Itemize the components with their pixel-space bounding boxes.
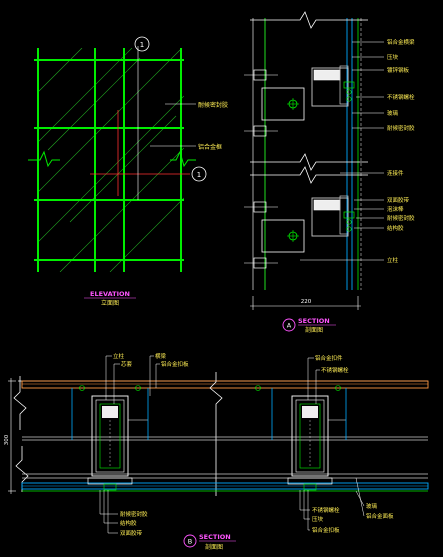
section-a-dimension [250,296,361,310]
section-a-marker-label: A [287,322,292,330]
section-b-callout-lb-2: 结构胶 [120,519,137,527]
section-b-callout-rb-1: 不锈钢螺栓 [312,506,340,514]
section-a-callout-6: 耐候密封胶 [387,124,415,132]
section-a-callout-3: 镀锌钢板 [387,66,410,74]
section-a-lower-bracket [244,195,355,269]
elevation-caption-cn: 立面图 [101,299,119,307]
elevation-marker [134,36,150,52]
elevation-marker-label: 1 [140,41,144,49]
section-b-callout-rb-2: 压块 [312,515,324,523]
section-b-callout-rb-5: 铝合金面板 [366,512,394,520]
section-b-dimension-value: 300 [4,434,10,445]
section-b-callout-lb-3: 双面胶带 [120,529,143,537]
section-cut-lines [90,110,190,196]
section-a-callout-8: 双面胶带 [387,196,410,204]
section-a-callout-9: 泡沫棒 [387,205,404,213]
section-b-callout-lt-1: 立柱 [113,352,125,360]
section-b-caption-cn: 剖面图 [205,543,223,551]
section-a-dimension-value: 220 [301,299,312,305]
section-b-caption-en: SECTION [199,533,231,541]
section-b-callout-rt-1: 铝合金扣件 [315,354,343,362]
section-a-upper-bracket [244,65,355,137]
section-b-callout-rb-3: 铝合金扣板 [312,526,340,534]
section-a-view: 铝合金横梁 压块 镀锌钢板 不锈钢螺栓 玻璃 耐候密封胶 连接件 双面胶带 泡沫… [244,11,415,334]
section-a-caption-en: SECTION [298,317,330,325]
elevation-callout-sealant: 耐候密封胶 [198,101,228,109]
section-b-left-mullion [71,385,149,491]
section-b-callout-rt-2: 不锈钢螺栓 [321,366,349,374]
section-b-ref-label: 1 [197,171,201,179]
section-b-glass-band [21,482,429,492]
section-a-caption-cn: 剖面图 [305,326,323,334]
section-a-callout-11: 结构胶 [387,224,404,232]
section-b-callout-lb-1: 耐候密封胶 [120,510,148,518]
section-b-top-band [18,380,429,389]
elevation-callout-frame: 铝合金框 [198,143,222,151]
section-b-callout-lt-3: 横梁 [155,352,167,360]
section-b-dimension [8,378,16,494]
section-b-callout-rb-4: 玻璃 [366,502,378,510]
section-a-callout-7: 连接件 [387,169,404,177]
section-a-marker [282,318,296,332]
section-a-callout-10: 耐候密封胶 [387,214,415,222]
section-b-marker [183,534,197,548]
section-a-callout-12: 立柱 [387,256,399,264]
section-a-callout-1: 铝合金横梁 [387,38,415,46]
section-b-marker-label: B [188,538,192,546]
section-b-ref-marker [191,166,207,182]
section-a-callout-2: 压块 [387,53,399,61]
elevation-caption-en: ELEVATION [90,290,130,298]
section-b-view: 300 立柱 芯套 横梁 铝合金扣板 耐候密封胶 [4,352,429,551]
section-b-callout-lt-4: 铝合金扣板 [161,360,189,368]
section-a-callout-4: 不锈钢螺栓 [387,93,415,101]
elevation-view: 1 1 耐候密封胶 铝合金框 ELEVATION 立面图 [28,36,228,307]
section-b-callout-lt-2: 芯套 [121,360,133,368]
section-b-right-mullion [255,385,347,491]
section-a-callout-5: 玻璃 [387,109,399,117]
